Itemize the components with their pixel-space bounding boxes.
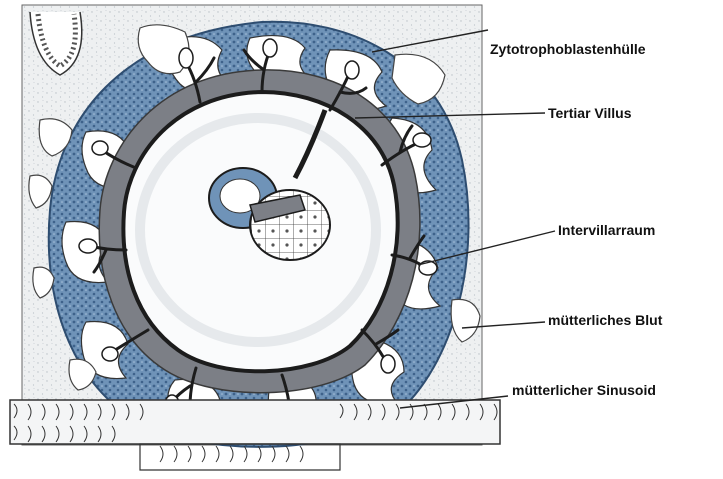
uterine-epithelium-band <box>10 400 500 444</box>
label-zytotrophoblastenhuelle: Zytotrophoblastenhülle <box>490 41 646 57</box>
lower-epithelium <box>140 444 340 470</box>
label-tertiar-villus: Tertiar Villus <box>548 105 632 121</box>
label-muetterlicher-sinusoid: mütterlicher Sinusoid <box>512 382 656 398</box>
label-intervillarraum: Intervillarraum <box>558 222 655 238</box>
label-muetterliches-blut: mütterliches Blut <box>548 312 662 328</box>
